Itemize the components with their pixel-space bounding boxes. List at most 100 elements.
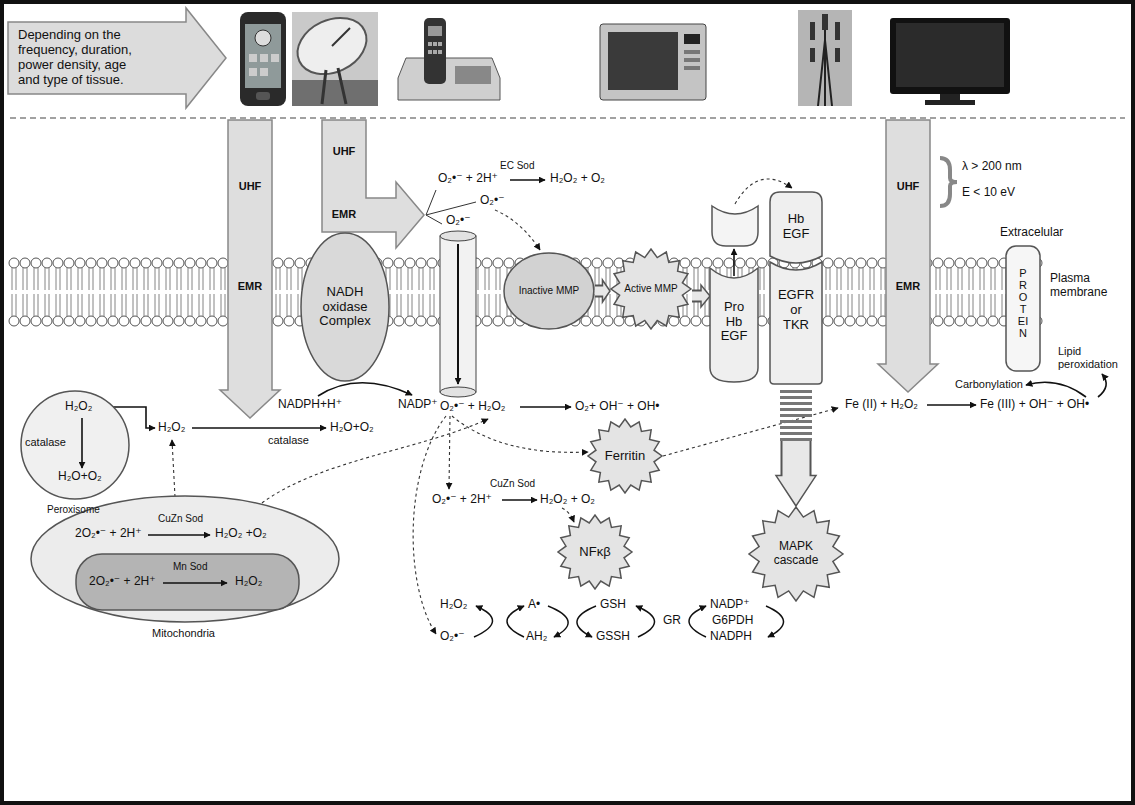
cordless-phone-icon [428, 50, 432, 54]
reaction-arrow [1026, 382, 1086, 397]
lipid [955, 258, 965, 326]
receptor-outline [780, 396, 812, 399]
lipid [691, 258, 701, 268]
inner-membrane-outline [76, 554, 299, 610]
lipid [856, 258, 866, 268]
node-text: CuZn Sod [158, 513, 203, 525]
label-text: H₂O₂ [440, 598, 467, 612]
text-slot: H₂O₂ +O₂ [215, 527, 267, 541]
node-text: EGFR or TKR [778, 288, 814, 333]
lipid [859, 268, 863, 316]
bracket [940, 158, 957, 206]
text-slot: O₂+ OH⁻ + OH• [575, 400, 660, 414]
lipid [988, 258, 998, 268]
lipid [9, 316, 19, 326]
lipid [108, 258, 118, 268]
cordless-phone-icon [433, 42, 437, 46]
text-slot: O₂•⁻ [446, 214, 471, 228]
receptor-ligand-outline [710, 268, 758, 382]
emr-arrow: UHFEMR [318, 120, 426, 250]
lipid [504, 258, 514, 268]
cascade-star: MAPK cascade [748, 506, 844, 602]
label-text: GSH [600, 598, 626, 612]
monitor-icon [896, 23, 1004, 87]
membrane-channel [440, 387, 476, 397]
lipid [97, 258, 107, 268]
lipid [493, 258, 503, 326]
lipid [757, 258, 767, 268]
lipid [97, 316, 107, 326]
block-arrow [595, 287, 604, 296]
dashed-arrow [663, 408, 838, 456]
mobile-phone-icon [249, 68, 257, 76]
text-slot: NADPH [710, 630, 752, 644]
lipid [111, 268, 115, 316]
lipid [185, 316, 195, 326]
cell-tower-icon [810, 48, 815, 62]
lipid [86, 258, 96, 268]
cell-tower-icon [835, 48, 840, 62]
lipid [933, 316, 943, 326]
context-arrow-outline [8, 8, 226, 108]
protein-star-outline [588, 419, 662, 493]
cordless-phone-icon [428, 26, 442, 36]
label-text: H₂O₂ [158, 421, 185, 435]
receptor-outline [780, 390, 812, 393]
ligand: Hb EGF [770, 192, 822, 262]
lipid [702, 258, 712, 268]
lipid [724, 258, 734, 268]
lipid [416, 258, 426, 268]
emr-arrow-outline [220, 120, 280, 418]
lipid [174, 258, 184, 326]
lipid [20, 258, 30, 326]
node-text: Pro Hb EGF [721, 300, 748, 345]
reaction-arrow [192, 427, 326, 429]
lipid [185, 258, 195, 326]
lipid [834, 316, 844, 326]
redox-cycle-arc [636, 606, 655, 637]
lipid [933, 258, 943, 326]
lipid [966, 258, 976, 326]
organelle: H₂O₂catalaseH₂O+O₂Peroxisome [20, 390, 132, 520]
lipid [416, 316, 426, 326]
text-slot: G6PDH [712, 614, 753, 628]
label-text: O₂+ OH⁻ + OH• [575, 400, 660, 414]
label-text: O₂•⁻ [480, 194, 505, 208]
text-slot: Peroxisome [47, 504, 100, 516]
text-slot: Depending on the frequency, duration, po… [18, 28, 146, 88]
cordless-phone-icon [424, 18, 446, 84]
dashed-arrow [262, 419, 488, 503]
lipid [958, 268, 962, 316]
lipid [427, 316, 437, 326]
label-text: O₂•⁻ + 2H⁺ [438, 172, 498, 186]
monitor-icon [890, 18, 1010, 105]
emr-arrow-outline [878, 120, 938, 392]
cordless-phone-icon [438, 42, 442, 46]
emr-arrow-outline [878, 120, 938, 392]
organelle-outline [21, 391, 129, 499]
lipid [196, 258, 206, 268]
lipid [152, 316, 162, 326]
lipid [207, 258, 217, 268]
lipid [427, 258, 437, 268]
lipid [746, 258, 756, 268]
lipid [867, 316, 877, 326]
node-text: UHF [897, 180, 920, 193]
redox-cycle-arc [474, 606, 493, 637]
lipid [64, 258, 74, 268]
lipid [834, 258, 844, 326]
node-text: NADH oxidase Complex [319, 285, 370, 330]
text-slot: CuZn Sod [490, 478, 535, 490]
reaction-arrow [318, 383, 412, 396]
node-text: catalase [25, 436, 66, 449]
lipid [408, 268, 412, 316]
lipid [856, 316, 866, 326]
lipid [427, 258, 437, 326]
reaction-arrow [927, 404, 976, 406]
node-text: MAPK cascade [774, 540, 819, 568]
text-slot: λ > 200 nm [962, 160, 1022, 174]
lipid [881, 268, 885, 316]
lipid [166, 268, 170, 316]
context-arrow: Depending on the frequency, duration, po… [8, 8, 226, 108]
text-slot: MAPK cascade [748, 506, 844, 602]
